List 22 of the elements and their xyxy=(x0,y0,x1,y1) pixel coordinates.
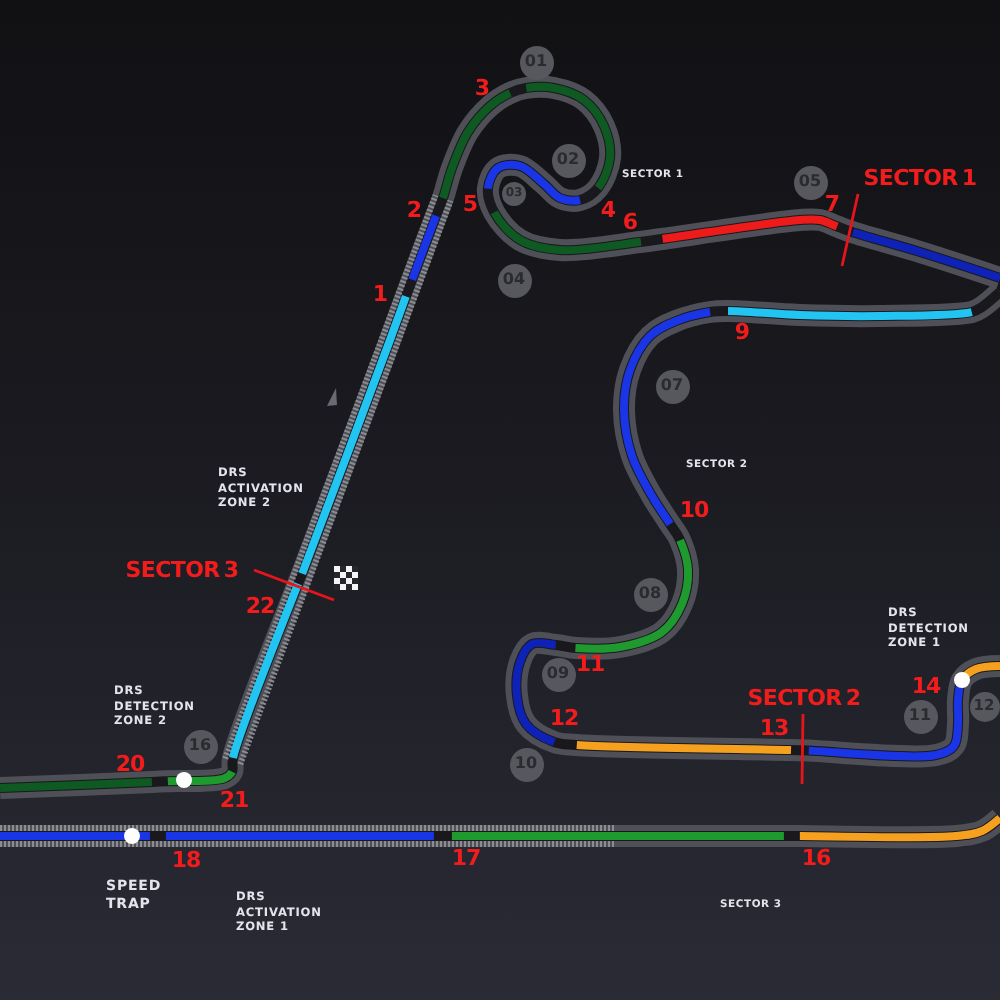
turn-number: 1 xyxy=(372,283,388,305)
sector-label: SECTOR 2 xyxy=(747,687,861,709)
turn-number: 9 xyxy=(734,321,750,343)
turn-number: 7 xyxy=(824,193,840,215)
turn-number: 20 xyxy=(115,753,145,775)
sector-label: SECTOR 1 xyxy=(863,167,977,189)
turn-number: 2 xyxy=(406,199,422,221)
turn-number: 22 xyxy=(245,595,275,617)
turn-number: 6 xyxy=(622,211,638,233)
turn-number: 11 xyxy=(575,653,605,675)
turn-number: 16 xyxy=(801,847,831,869)
turn-number: 12 xyxy=(549,707,579,729)
turn-number: 4 xyxy=(600,199,616,221)
turn-number: 13 xyxy=(759,717,789,739)
sector-label: SECTOR 3 xyxy=(125,559,239,581)
turn-number: 17 xyxy=(451,847,481,869)
turn-number: 3 xyxy=(474,77,490,99)
turn-number: 10 xyxy=(679,499,709,521)
turn-number: 21 xyxy=(219,789,249,811)
turn-number: 14 xyxy=(911,675,941,697)
turn-number: 18 xyxy=(171,849,201,871)
turn-number: 5 xyxy=(462,193,478,215)
